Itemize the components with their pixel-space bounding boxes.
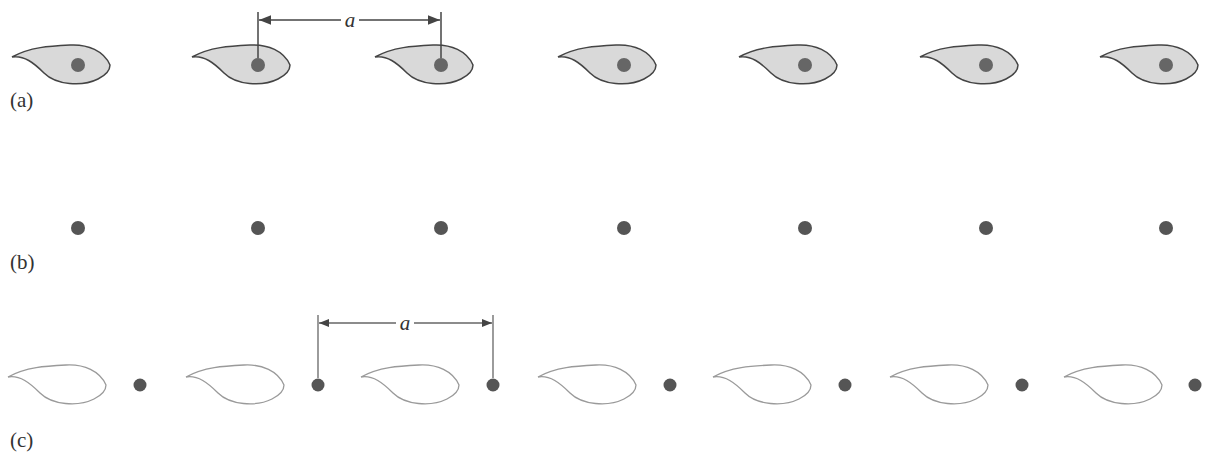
lattice-point bbox=[71, 221, 85, 235]
lattice-points bbox=[134, 379, 1202, 392]
dimension-arrow bbox=[319, 322, 405, 323]
lattice-point bbox=[251, 221, 265, 235]
lattice-point bbox=[979, 58, 993, 72]
basis-outline bbox=[538, 365, 636, 404]
basis-shape bbox=[192, 45, 290, 84]
basis-shape bbox=[920, 45, 1018, 84]
bracket-tick bbox=[492, 315, 493, 378]
bracket-tick bbox=[317, 315, 318, 378]
basis-outline bbox=[8, 365, 106, 404]
basis-shape bbox=[739, 45, 837, 84]
panel-label: (a) bbox=[10, 90, 33, 111]
lattice-point bbox=[312, 379, 325, 392]
lattice-point bbox=[1159, 58, 1173, 72]
lattice-point bbox=[664, 379, 677, 392]
lattice-point bbox=[71, 58, 85, 72]
dimension-arrow bbox=[350, 19, 440, 21]
panel-label: (c) bbox=[10, 430, 33, 451]
lattice-points bbox=[71, 221, 1173, 235]
lattice-points bbox=[71, 58, 1173, 72]
dimension-arrow bbox=[405, 322, 492, 323]
basis-outline-row bbox=[8, 365, 1162, 404]
basis-row bbox=[12, 45, 1198, 84]
basis-outline bbox=[1064, 365, 1162, 404]
lattice-point bbox=[839, 379, 852, 392]
lattice-point bbox=[979, 221, 993, 235]
lattice-point bbox=[134, 379, 147, 392]
lattice-constant: a bbox=[396, 313, 415, 334]
basis-shape bbox=[12, 45, 110, 84]
lattice-point bbox=[1159, 221, 1173, 235]
lattice-constant: a bbox=[341, 10, 360, 31]
lattice-point bbox=[1016, 379, 1029, 392]
basis-shape bbox=[1100, 45, 1198, 84]
lattice-point bbox=[617, 221, 631, 235]
basis-shape bbox=[375, 45, 473, 84]
lattice-point bbox=[434, 221, 448, 235]
lattice-point bbox=[798, 58, 812, 72]
bracket-tick bbox=[257, 12, 259, 58]
dimension-arrow bbox=[259, 19, 350, 21]
lattice-point bbox=[1189, 379, 1202, 392]
basis-outline bbox=[361, 365, 459, 404]
lattice-point bbox=[617, 58, 631, 72]
basis-outline bbox=[890, 365, 988, 404]
lattice-point bbox=[434, 58, 448, 72]
basis-outline bbox=[186, 365, 284, 404]
panel-label: (b) bbox=[10, 252, 35, 273]
basis-shape bbox=[558, 45, 656, 84]
lattice-point bbox=[487, 379, 500, 392]
basis-outline bbox=[713, 365, 811, 404]
bracket-tick bbox=[440, 12, 442, 58]
lattice-point bbox=[251, 58, 265, 72]
lattice-point bbox=[798, 221, 812, 235]
